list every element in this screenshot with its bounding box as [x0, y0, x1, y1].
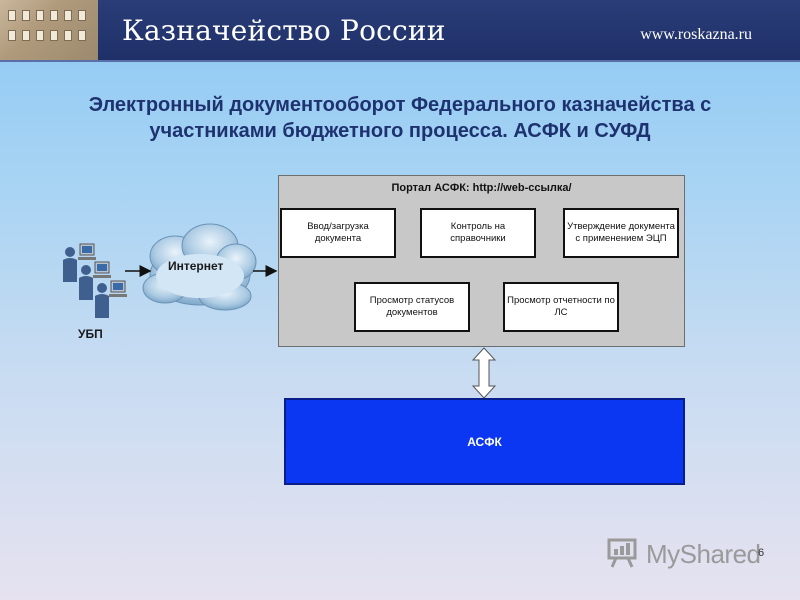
- myshared-logo: MyShared: [606, 536, 776, 570]
- box-status-label: Просмотр статусов документов: [369, 295, 455, 318]
- box-view-statuses: Просмотр статусов документов: [354, 282, 470, 332]
- header-bar: Казначейство России www.roskazna.ru: [0, 0, 800, 62]
- building-photo: [0, 0, 98, 60]
- portal-title: Портал АСФК: http://web-ссылка/: [391, 182, 572, 194]
- box-upload-label: Ввод/загрузка документа: [307, 221, 369, 244]
- box-approve-signature: Утверждение документа с применением ЭЦП: [563, 208, 679, 258]
- asfk-label: АСФК: [467, 434, 502, 449]
- bidirectional-arrow-icon: [471, 347, 497, 399]
- box-control-label: Контроль на справочники: [450, 221, 506, 244]
- box-reports-label: Просмотр отчетности по ЛС: [507, 295, 615, 318]
- box-view-reports: Просмотр отчетности по ЛС: [503, 282, 619, 332]
- internet-cloud-icon: [142, 223, 257, 311]
- users-label: УБП: [78, 327, 103, 341]
- portal-panel: Портал АСФК: http://web-ссылка/: [278, 175, 685, 347]
- box-reference-control: Контроль на справочники: [420, 208, 536, 258]
- header-title: Казначейство России: [122, 14, 446, 47]
- box-approve-label: Утверждение документа с применением ЭЦП: [567, 221, 675, 244]
- presentation-board-icon: [607, 538, 637, 568]
- asfk-block: АСФК: [284, 398, 685, 485]
- box-upload-document: Ввод/загрузка документа: [280, 208, 396, 258]
- users-workstations-icon: [63, 243, 127, 318]
- slide-title: Электронный документооборот Федерального…: [88, 94, 712, 142]
- header-url[interactable]: www.roskazna.ru: [640, 26, 752, 43]
- internet-label: Интернет: [168, 259, 224, 273]
- page-number: 6: [758, 547, 765, 559]
- logo-text: MyShared: [646, 539, 761, 569]
